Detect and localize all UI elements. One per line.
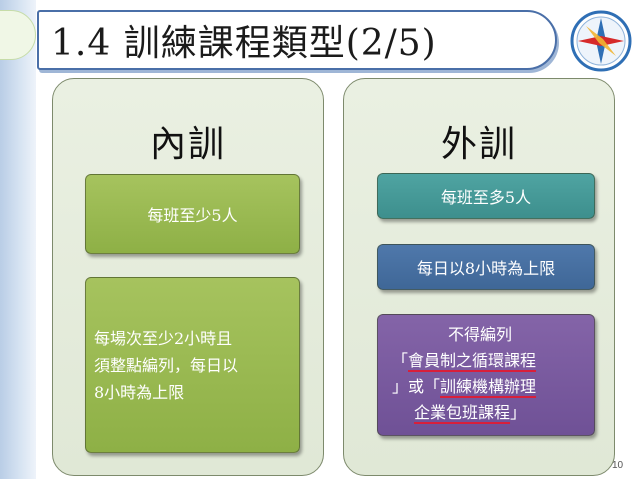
slide-title: 1.4 訓練課程類型(2/5) bbox=[51, 23, 437, 64]
external-exclusions-box: 不得編列 「會員制之循環課程 」或「訓練機構辦理 企業包班課程」 bbox=[377, 314, 595, 436]
internal-min-class-size-box: 每班至少5人 bbox=[85, 174, 300, 254]
external-exclusions-line: 「會員制之循環課程 bbox=[392, 348, 536, 374]
page-number: 10 bbox=[612, 460, 624, 471]
left-decorative-tab bbox=[0, 10, 36, 60]
external-max-class-size-text: 每班至多5人 bbox=[440, 188, 532, 207]
external-daily-hours-box: 每日以8小時為上限 bbox=[377, 244, 595, 290]
external-exclusions-line: 」或「訓練機構辦理 bbox=[392, 374, 536, 400]
internal-hours-rule-line: 8小時為上限 bbox=[94, 382, 185, 402]
internal-hours-rule-text: 每場次至少2小時且 須整點編列，每日以 8小時為上限 bbox=[94, 325, 238, 406]
training-institution-text: 訓練機構辦理 bbox=[440, 377, 537, 396]
internal-min-class-size-text: 每班至少5人 bbox=[147, 206, 238, 225]
logo-icon bbox=[570, 10, 632, 72]
external-daily-hours-text: 每日以8小時為上限 bbox=[416, 259, 556, 278]
external-exclusions-heading: 不得編列 bbox=[448, 325, 513, 344]
bracket-close: 」 bbox=[510, 403, 527, 422]
external-training-heading: 外訓 bbox=[440, 124, 517, 165]
bracket-open: 「 bbox=[392, 351, 409, 370]
left-decorative-strip bbox=[0, 0, 36, 479]
internal-hours-rule-line: 每場次至少2小時且 bbox=[94, 328, 233, 348]
internal-training-heading: 內訓 bbox=[149, 124, 226, 165]
corporate-package-text: 企業包班課程 bbox=[414, 403, 511, 422]
title-bar: 1.4 訓練課程類型(2/5) bbox=[37, 10, 557, 70]
internal-hours-rule-line: 須整點編列，每日以 bbox=[94, 355, 239, 375]
external-max-class-size-box: 每班至多5人 bbox=[377, 173, 595, 219]
external-exclusions-line: 企業包班課程」 bbox=[392, 400, 526, 426]
membership-course-text: 會員制之循環課程 bbox=[408, 351, 537, 370]
external-training-panel: 外訓 每班至多5人 每日以8小時為上限 不得編列 「會員制之循環課程 」或「訓練… bbox=[343, 78, 615, 476]
internal-hours-rule-box: 每場次至少2小時且 須整點編列，每日以 8小時為上限 bbox=[85, 277, 300, 453]
connector-text: 」或「 bbox=[392, 377, 441, 396]
internal-training-panel: 內訓 每班至少5人 每場次至少2小時且 須整點編列，每日以 8小時為上限 bbox=[52, 78, 324, 476]
